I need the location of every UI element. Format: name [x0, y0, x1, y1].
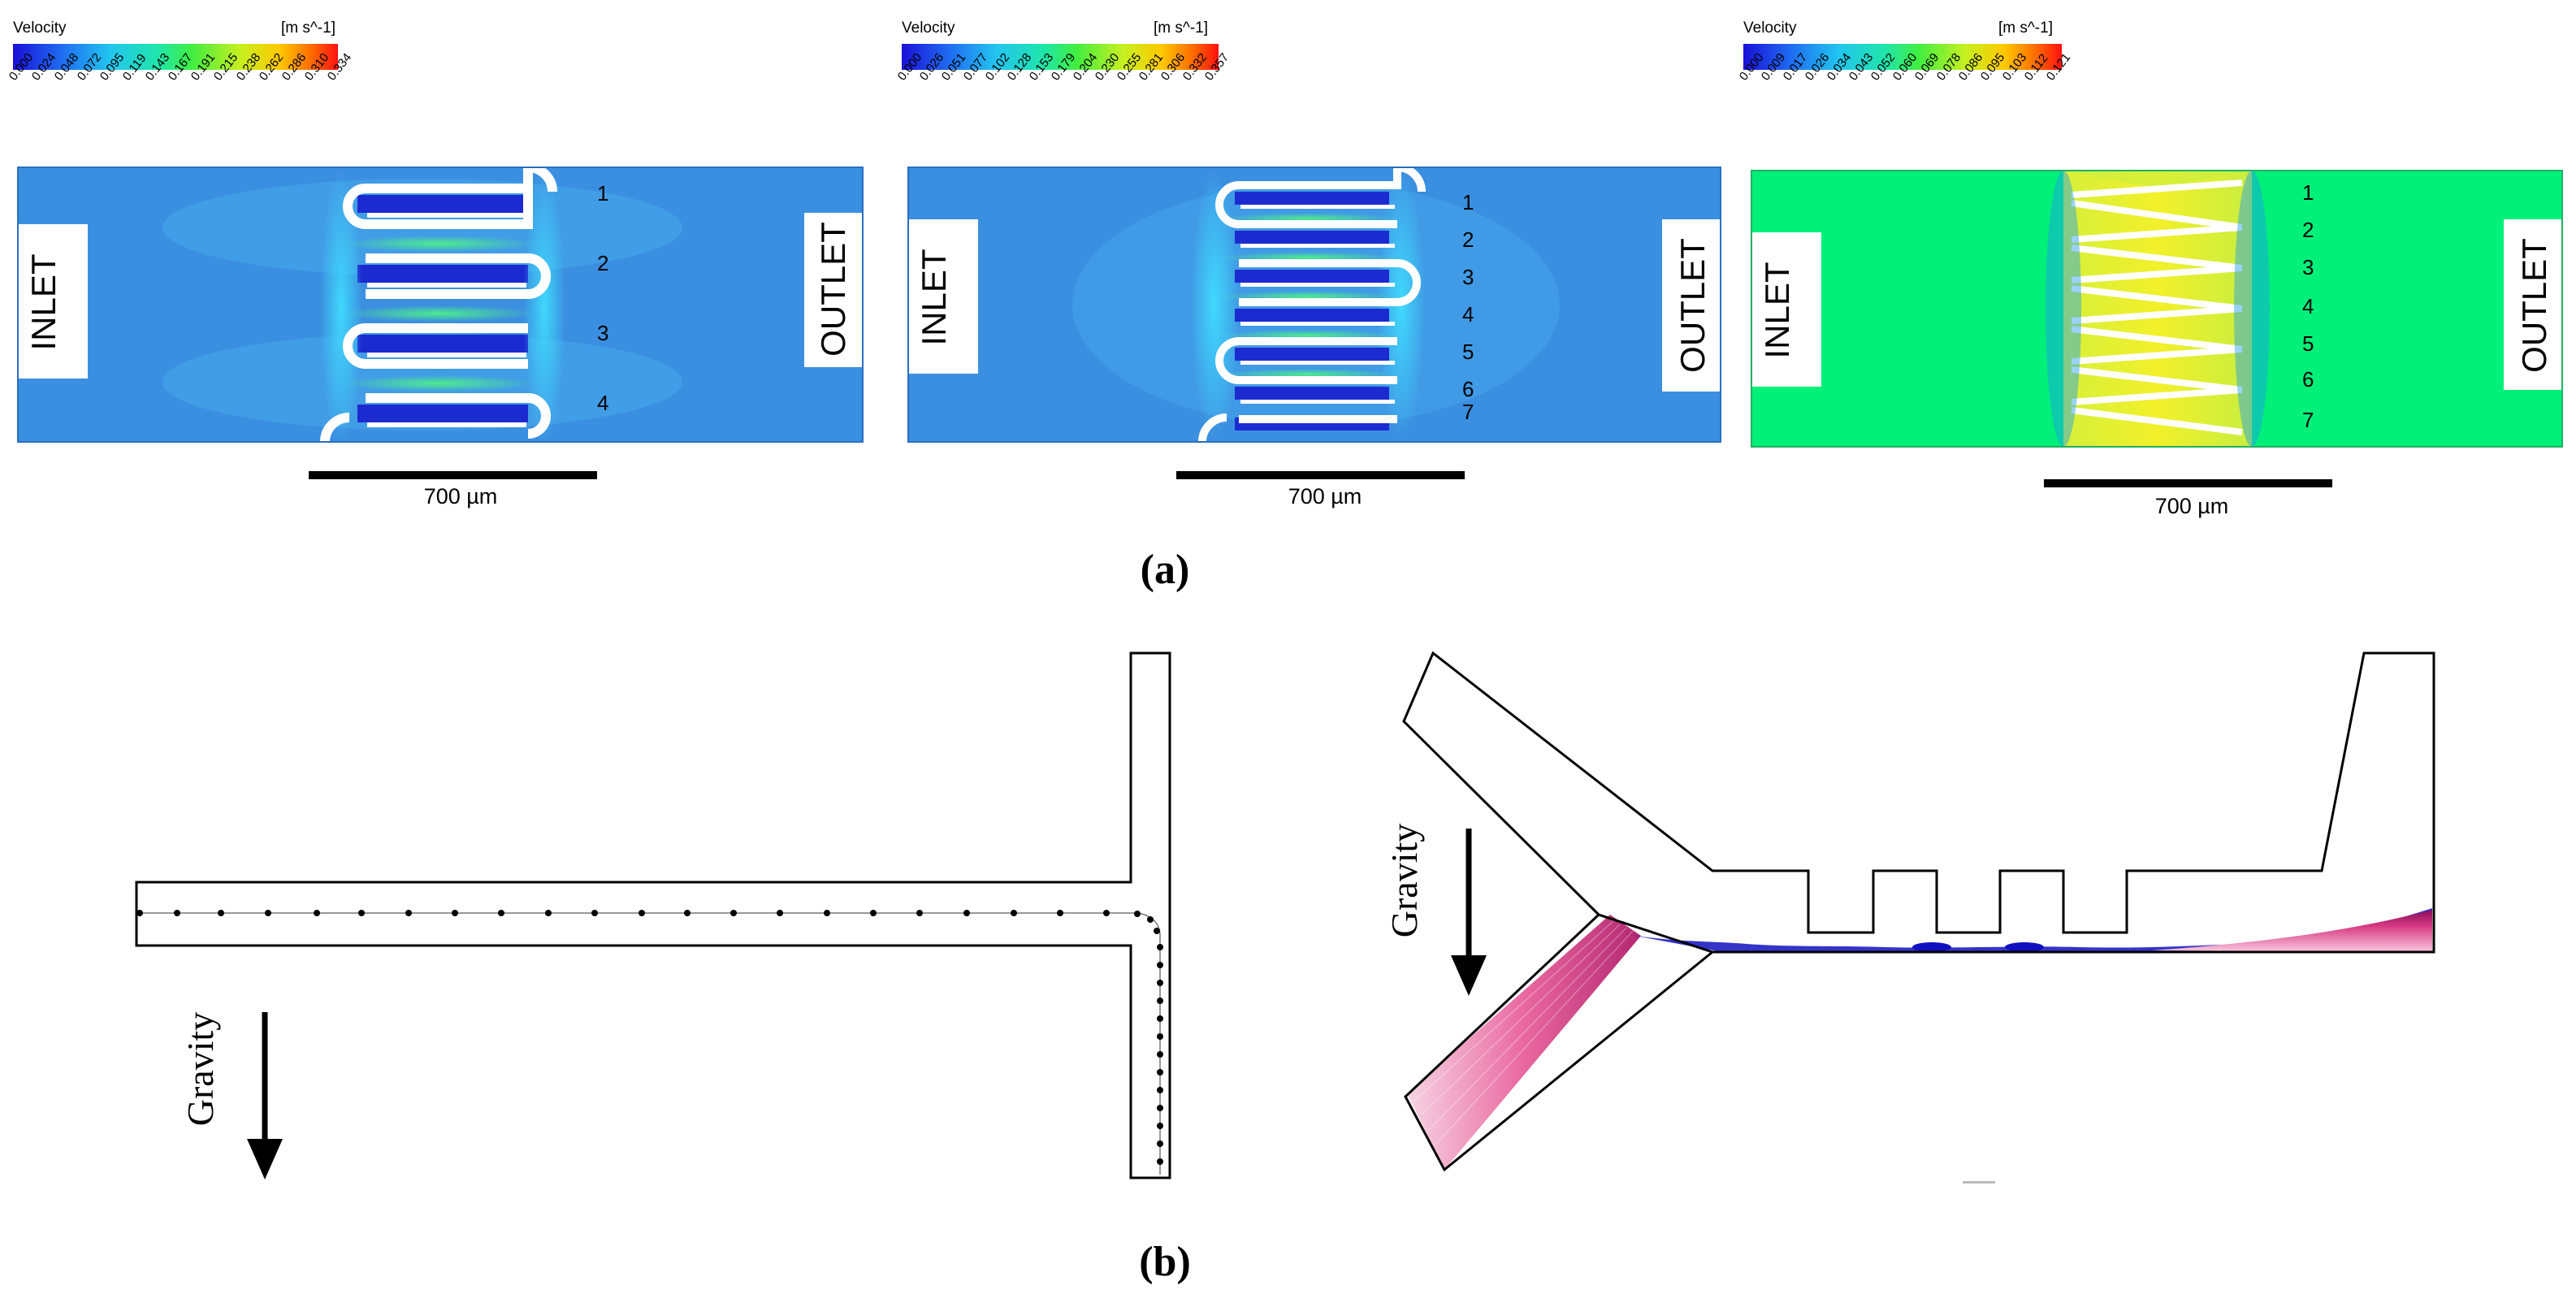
- colorbar-title: Velocity: [13, 19, 67, 37]
- region-label: 2: [2302, 218, 2314, 242]
- t-channel-diagram: Gravity: [135, 651, 1171, 1179]
- sim-1: Velocity [m s^-1] 0.000 0.024 0.048 0.07…: [6, 19, 864, 509]
- gravity-label: Gravity: [180, 1012, 221, 1127]
- inclined-channel-diagram: Gravity: [1383, 651, 2435, 1184]
- sim-2: Velocity [m s^-1] 0.000 0.026 0.051 0.07…: [895, 19, 1721, 509]
- region-label: 4: [2302, 294, 2314, 318]
- velocity-field: [1751, 170, 2563, 448]
- scale-bar: [309, 471, 597, 479]
- scale-bar: [1176, 471, 1465, 479]
- scale-bar-label: 700 µm: [1288, 484, 1362, 509]
- colorbar: [902, 44, 1219, 70]
- gravity-arrow: [1451, 829, 1487, 996]
- region-label: 5: [2302, 331, 2314, 356]
- colorbar-title: Velocity: [1743, 19, 1797, 37]
- gravity-arrow: [247, 1012, 283, 1179]
- region-label: 1: [2302, 180, 2314, 205]
- colorbar-units: [m s^-1]: [281, 19, 336, 37]
- sim-3: Velocity [m s^-1] 0.000 0.009 0.017 0.02…: [1737, 19, 2563, 518]
- region-label: 3: [2302, 255, 2314, 279]
- velocity-field: [907, 163, 1721, 443]
- outlet-label: OUTLET: [814, 222, 852, 357]
- region-label: 7: [2302, 408, 2314, 432]
- scale-bar: [2044, 479, 2332, 487]
- particle-streamlines: [1407, 915, 1641, 1170]
- region-label: 1: [1462, 190, 1474, 214]
- colorbar-units: [m s^-1]: [1154, 19, 1208, 37]
- outlet-label: OUTLET: [2515, 238, 2553, 373]
- channel-outline: [1402, 651, 2435, 954]
- gravity-label: Gravity: [1383, 824, 1425, 938]
- region-label: 3: [1462, 265, 1474, 289]
- t-channel-outline: [135, 651, 1171, 1179]
- colorbar: [1743, 44, 2062, 70]
- inlet-label: INLET: [915, 249, 953, 345]
- region-label: 2: [1462, 227, 1474, 252]
- inlet-label: INLET: [24, 253, 63, 350]
- velocity-field: [17, 162, 864, 447]
- scale-bar-label: 700 µm: [424, 484, 498, 509]
- region-label: 1: [597, 181, 608, 206]
- particle-trajectory: [136, 910, 1163, 1165]
- inlet-label: INLET: [1758, 262, 1796, 358]
- region-label: 7: [1462, 400, 1474, 424]
- panel-a-caption: (a): [1141, 547, 1190, 593]
- region-label: 6: [1462, 377, 1474, 401]
- region-label: 3: [597, 321, 608, 345]
- outlet-label: OUTLET: [1673, 238, 1712, 373]
- scale-bar-label: 700 µm: [2155, 494, 2229, 518]
- region-label: 2: [597, 251, 608, 275]
- colorbar: [13, 44, 338, 70]
- colorbar-title: Velocity: [902, 19, 955, 37]
- region-label: 5: [1462, 340, 1474, 364]
- region-label: 4: [597, 391, 608, 415]
- faint-mark: [1963, 1181, 1995, 1184]
- region-label: 6: [2302, 367, 2314, 392]
- region-label: 4: [1462, 302, 1474, 327]
- colorbar-units: [m s^-1]: [1998, 19, 2053, 37]
- panel-b-caption: (b): [1139, 1239, 1191, 1285]
